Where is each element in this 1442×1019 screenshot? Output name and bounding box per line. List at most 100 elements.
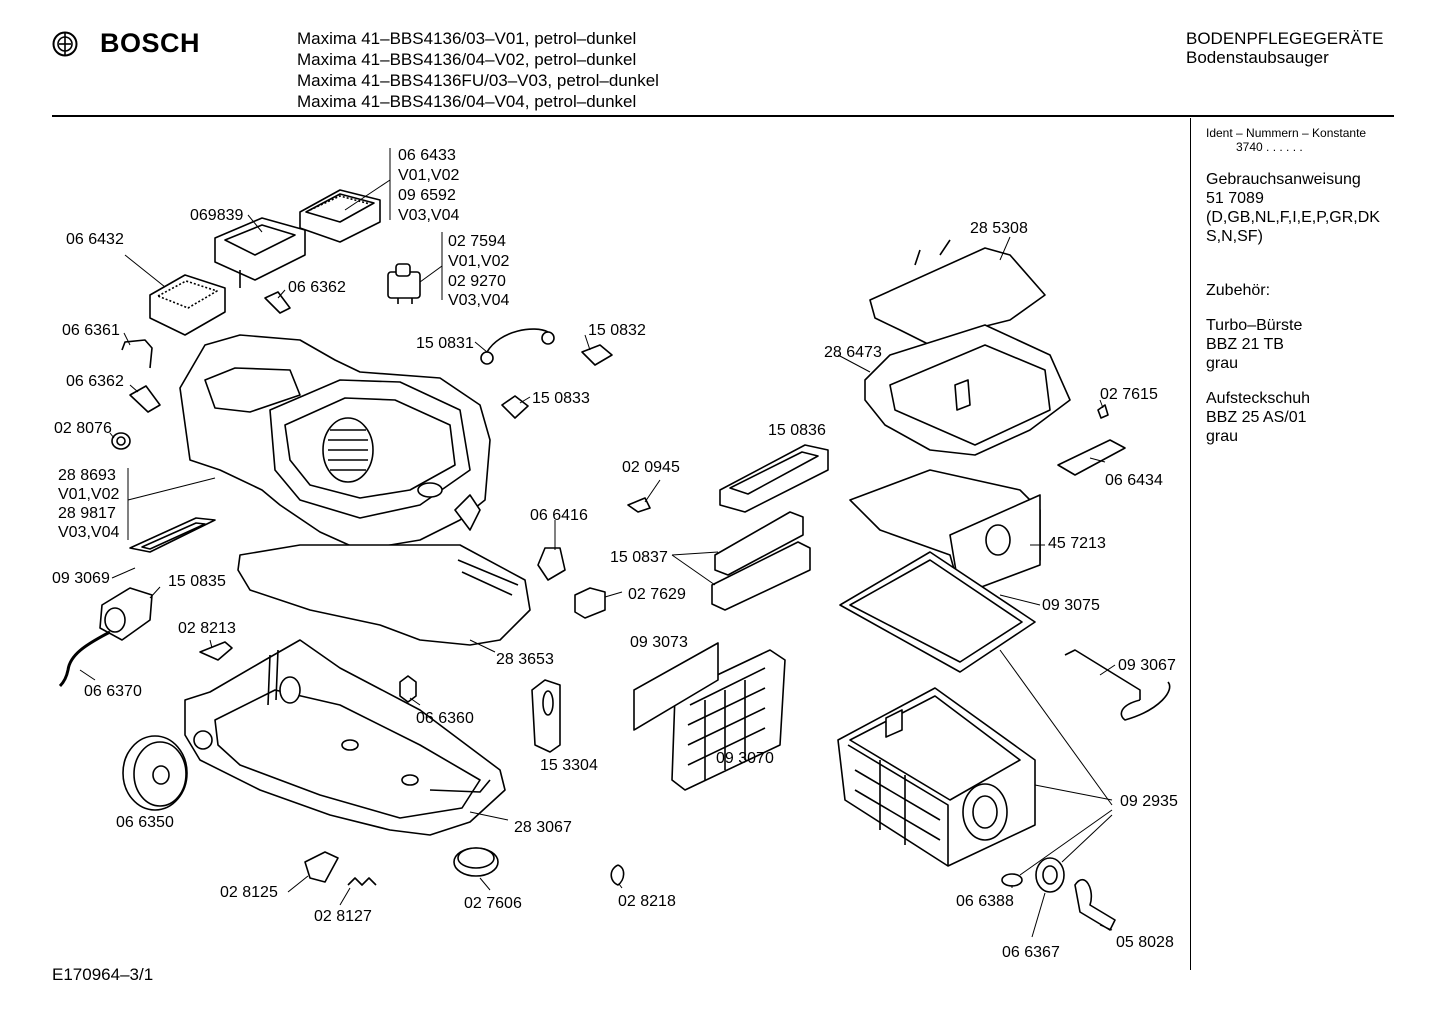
part-label: V03,V04 [58,524,119,541]
part-label: 02 8213 [178,620,236,637]
part-label: 02 7606 [464,895,522,912]
accessory-model: BBZ 25 AS/01 [1206,409,1307,426]
part-label: 06 6370 [84,683,142,700]
holder-part [537,547,566,581]
part-label: 02 9270 [448,273,506,290]
part-label: 45 7213 [1048,535,1106,552]
part-label: 02 7615 [1100,386,1158,403]
part-label: 06 6362 [66,373,124,390]
dust-container-part [837,687,1036,867]
slider-part [1057,439,1126,476]
part-label: 06 6362 [288,279,346,296]
part-label: 02 8127 [314,908,372,925]
part-label: 15 0833 [532,390,590,407]
spring-hook-part [610,864,625,886]
part-label: 09 3069 [52,570,110,587]
part-label: 15 0835 [168,573,226,590]
manual-title: Gebrauchsanweisung [1206,171,1361,188]
part-label: 069839 [190,207,243,224]
drawing-id: E170964–3/1 [52,965,154,984]
spring-part [347,877,377,886]
cover-part [199,641,233,661]
part-label: 02 0945 [622,459,680,476]
part-label: 28 5308 [970,220,1028,237]
category-block: BODENPFLEGEGERÄTE Bodenstaubsauger [1186,29,1383,67]
pin-part [627,497,651,513]
lock-part [574,587,606,619]
dust-bag-part [849,469,1041,596]
part-label: 02 7594 [448,233,506,250]
wheel-part [122,735,188,811]
model-list: Maxima 41–BBS4136/03–V01, petrol–dunkel … [297,28,659,112]
bosch-armature-icon [52,31,78,56]
ring-part [1001,873,1023,887]
spring-part [480,328,613,419]
part-label: 02 8218 [618,893,676,910]
upper-housing-part [179,334,491,551]
brand-logo: BOSCH [52,28,200,59]
part-label: 02 8076 [54,420,112,437]
part-label: 09 3073 [630,634,688,651]
switch-part [387,263,421,304]
part-label: 09 3075 [1042,597,1100,614]
leader-lines [79,148,1116,938]
base-chassis-part [184,639,506,836]
part-label: 02 7629 [628,586,686,603]
part-label: 28 6473 [824,344,882,361]
latch-part [531,679,561,753]
accessory-model: BBZ 21 TB [1206,336,1284,353]
filter-frame-part [719,444,829,513]
part-label: 28 3067 [514,819,572,836]
seal-part [839,551,1036,673]
info-sidebar: Ident – Nummern – Konstante 3740 . . . .… [1206,126,1406,446]
accessories-title: Zubehör: [1206,282,1271,299]
part-label: 09 6592 [398,187,456,204]
accessory-color: grau [1206,428,1239,445]
part-label: 09 3067 [1118,657,1176,674]
manual-languages: (D,GB,NL,F,I,E,P,GR,DK [1206,209,1380,226]
part-label: 28 9817 [58,505,116,522]
exhaust-filter-part [129,517,216,553]
category-title: BODENPFLEGEGERÄTE [1186,29,1384,48]
model-line: Maxima 41–BBS4136FU/03–V03, petrol–dunke… [297,71,659,90]
part-label: V03,V04 [398,207,459,224]
part-label: 15 3304 [540,757,598,774]
part-label: 28 8693 [58,467,116,484]
ident-value: 3740 . . . . . . [1236,140,1303,154]
part-label: 06 6388 [956,893,1014,910]
part-label: 06 6433 [398,147,456,164]
clamp-part [304,851,339,883]
clip-part [129,385,161,413]
part-label: 09 3070 [716,750,774,767]
part-label: 06 6350 [116,814,174,831]
bracket-part [1074,878,1116,931]
filter-pad-part [711,511,811,611]
part-label: 15 0837 [610,549,668,566]
part-label: V01,V02 [58,486,119,503]
model-line: Maxima 41–BBS4136/03–V01, petrol–dunkel [297,29,637,48]
motor-filter-part [149,274,226,336]
housing-rim-part [237,544,531,646]
knob-part [111,432,131,450]
gear-part [399,675,417,703]
part-label: 28 3653 [496,651,554,668]
filter-cover-part [299,189,381,243]
washer-part [1035,857,1065,893]
manual-number: 51 7089 [1206,190,1264,207]
part-label: 05 8028 [1116,934,1174,951]
accessory-name: Aufsteckschuh [1206,390,1311,407]
manual-languages: S,N,SF) [1206,228,1263,245]
part-label: 06 6367 [1002,944,1060,961]
accessory-color: grau [1206,355,1239,372]
part-label: 06 6434 [1105,472,1163,489]
handle-part [121,339,153,369]
part-label: 02 8125 [220,884,278,901]
brand-name: BOSCH [100,28,201,58]
part-label: 06 6361 [62,322,120,339]
part-label: 06 6360 [416,710,474,727]
category-subtitle: Bodenstaubsauger [1186,48,1329,67]
accessory-name: Turbo–Bürste [1206,317,1303,334]
part-labels: 06 6433 V01,V02 09 6592 V03,V04 069839 0… [52,147,1178,961]
part-label: 15 0832 [588,322,646,339]
